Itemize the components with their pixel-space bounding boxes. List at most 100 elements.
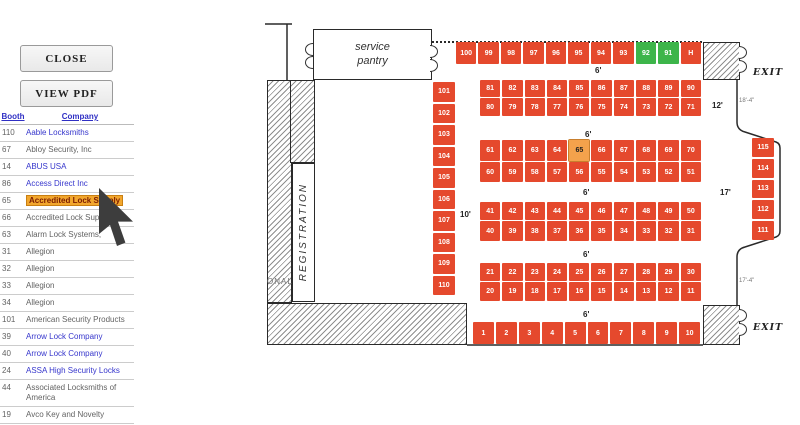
booth-34[interactable]: 34 — [613, 221, 635, 241]
booth-112[interactable]: 112 — [752, 200, 774, 220]
booth-54[interactable]: 54 — [613, 162, 635, 182]
booth-50[interactable]: 50 — [680, 202, 701, 220]
booth-99[interactable]: 99 — [478, 42, 499, 64]
booth-109[interactable]: 109 — [433, 254, 455, 274]
booth-61[interactable]: 61 — [480, 140, 501, 161]
booth-97[interactable]: 97 — [523, 42, 544, 64]
booth-100[interactable]: 100 — [456, 42, 477, 64]
booth-66[interactable]: 66 — [591, 140, 612, 161]
company-column-header[interactable]: Company — [61, 112, 99, 121]
booth-32[interactable]: 32 — [658, 221, 679, 241]
booth-104[interactable]: 104 — [433, 146, 455, 166]
booth-column-header[interactable]: Booth — [1, 112, 25, 121]
booth-26[interactable]: 26 — [591, 263, 612, 281]
booth-3[interactable]: 3 — [518, 322, 540, 344]
booth-15[interactable]: 15 — [591, 282, 612, 301]
booth-84[interactable]: 84 — [546, 80, 568, 97]
booth-101[interactable]: 101 — [433, 82, 455, 102]
booth-30[interactable]: 30 — [680, 263, 701, 281]
booth-42[interactable]: 42 — [502, 202, 523, 220]
booth-80[interactable]: 80 — [480, 98, 501, 116]
booth-58[interactable]: 58 — [524, 162, 545, 182]
booth-111[interactable]: 111 — [752, 221, 774, 240]
booth-22[interactable]: 22 — [502, 263, 523, 281]
booth-4[interactable]: 4 — [541, 322, 563, 344]
booth-102[interactable]: 102 — [433, 103, 455, 123]
booth-9[interactable]: 9 — [656, 322, 678, 344]
booth-81[interactable]: 81 — [480, 80, 501, 97]
booth-114[interactable]: 114 — [752, 158, 774, 178]
booth-105[interactable]: 105 — [433, 168, 455, 188]
booth-35[interactable]: 35 — [591, 221, 612, 241]
booth-69[interactable]: 69 — [658, 140, 679, 161]
booth-19[interactable]: 19 — [502, 282, 523, 301]
booth-82[interactable]: 82 — [502, 80, 523, 97]
booth-12[interactable]: 12 — [658, 282, 679, 301]
booth-70[interactable]: 70 — [680, 140, 701, 161]
highlighted-company[interactable]: Accredited Lock Supply — [26, 195, 124, 206]
booth-29[interactable]: 29 — [658, 263, 679, 281]
booth-63[interactable]: 63 — [524, 140, 545, 161]
booth-87[interactable]: 87 — [613, 80, 635, 97]
booth-113[interactable]: 113 — [752, 179, 774, 199]
booth-106[interactable]: 106 — [433, 189, 455, 209]
booth-14[interactable]: 14 — [613, 282, 635, 301]
booth-51[interactable]: 51 — [680, 162, 701, 182]
company-name-cell[interactable]: Arrow Lock Company — [26, 332, 103, 341]
booth-43[interactable]: 43 — [524, 202, 545, 220]
booth-57[interactable]: 57 — [546, 162, 568, 182]
company-name-cell[interactable]: Access Direct Inc — [26, 179, 88, 188]
booth-86[interactable]: 86 — [591, 80, 612, 97]
booth-108[interactable]: 108 — [433, 232, 455, 252]
booth-110[interactable]: 110 — [433, 275, 455, 295]
booth-47[interactable]: 47 — [613, 202, 635, 220]
booth-5[interactable]: 5 — [564, 322, 586, 344]
booth-1[interactable]: 1 — [473, 322, 494, 344]
booth-56[interactable]: 56 — [569, 162, 590, 182]
booth-45[interactable]: 45 — [569, 202, 590, 220]
booth-11[interactable]: 11 — [680, 282, 701, 301]
booth-24[interactable]: 24 — [546, 263, 568, 281]
booth-53[interactable]: 53 — [636, 162, 657, 182]
booth-16[interactable]: 16 — [569, 282, 590, 301]
booth-92[interactable]: 92 — [635, 42, 657, 64]
booth-25[interactable]: 25 — [569, 263, 590, 281]
booth-115[interactable]: 115 — [752, 138, 774, 157]
company-name-cell[interactable]: ABUS USA — [26, 162, 67, 171]
booth-20[interactable]: 20 — [480, 282, 501, 301]
booth-6[interactable]: 6 — [587, 322, 609, 344]
booth-7[interactable]: 7 — [610, 322, 632, 344]
booth-55[interactable]: 55 — [591, 162, 612, 182]
booth-46[interactable]: 46 — [591, 202, 612, 220]
booth-74[interactable]: 74 — [613, 98, 635, 116]
booth-23[interactable]: 23 — [524, 263, 545, 281]
booth-49[interactable]: 49 — [658, 202, 679, 220]
booth-75[interactable]: 75 — [591, 98, 612, 116]
booth-72[interactable]: 72 — [658, 98, 679, 116]
booth-44[interactable]: 44 — [546, 202, 568, 220]
booth-21[interactable]: 21 — [480, 263, 501, 281]
booth-67[interactable]: 67 — [613, 140, 635, 161]
booth-40[interactable]: 40 — [480, 221, 501, 241]
booth-64[interactable]: 64 — [546, 140, 568, 161]
booth-37[interactable]: 37 — [546, 221, 568, 241]
booth-76[interactable]: 76 — [569, 98, 590, 116]
booth-59[interactable]: 59 — [502, 162, 523, 182]
booth-78[interactable]: 78 — [524, 98, 545, 116]
booth-8[interactable]: 8 — [633, 322, 655, 344]
booth-27[interactable]: 27 — [613, 263, 635, 281]
company-name-cell[interactable]: Accredited Lock Supply — [26, 195, 134, 206]
booth-41[interactable]: 41 — [480, 202, 501, 220]
booth-107[interactable]: 107 — [433, 211, 455, 231]
booth-28[interactable]: 28 — [636, 263, 657, 281]
booth-85[interactable]: 85 — [569, 80, 590, 97]
booth-52[interactable]: 52 — [658, 162, 679, 182]
booth-31[interactable]: 31 — [680, 221, 701, 241]
booth-33[interactable]: 33 — [636, 221, 657, 241]
close-button[interactable]: CLOSE — [20, 45, 113, 72]
booth-2[interactable]: 2 — [495, 322, 517, 344]
booth-60[interactable]: 60 — [480, 162, 501, 182]
booth-10[interactable]: 10 — [679, 322, 701, 344]
booth-73[interactable]: 73 — [636, 98, 657, 116]
booth-68[interactable]: 68 — [636, 140, 657, 161]
